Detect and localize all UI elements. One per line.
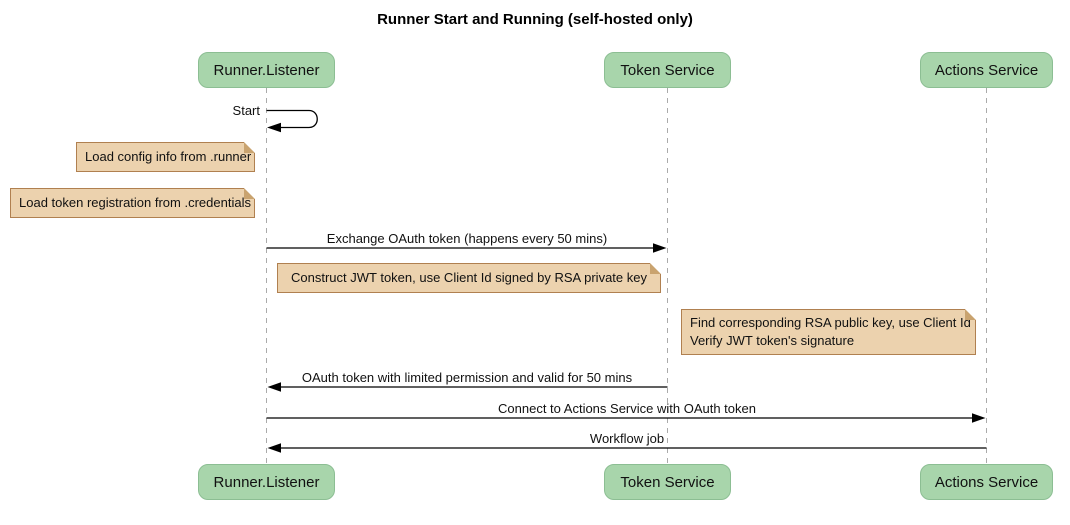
- message-arrow-workflow-job: [267, 443, 987, 453]
- message-label-start: Start: [232, 103, 260, 118]
- participant-token-service-bottom: Token Service: [604, 464, 731, 500]
- note-fold-icon: [965, 309, 976, 320]
- note-fold-icon: [244, 142, 255, 153]
- message-label-oauth-return: OAuth token with limited permission and …: [301, 370, 633, 385]
- note-fold-icon: [244, 188, 255, 199]
- self-message-start-arrow: [266, 109, 318, 133]
- note-load-credentials: Load token registration from .credential…: [10, 188, 255, 218]
- diagram-title: Runner Start and Running (self-hosted on…: [377, 11, 693, 28]
- participant-actions-service-bottom: Actions Service: [920, 464, 1053, 500]
- note-fold-icon: [650, 263, 661, 274]
- participant-token-service-top: Token Service: [604, 52, 731, 88]
- participant-runner-listener-top: Runner.Listener: [198, 52, 335, 88]
- note-construct-jwt: Construct JWT token, use Client Id signe…: [277, 263, 661, 293]
- note-verify-jwt-line1: Find corresponding RSA public key, use C…: [690, 315, 971, 330]
- participant-actions-service-top: Actions Service: [920, 52, 1053, 88]
- note-load-config-text: Load config info from .runner: [85, 149, 252, 164]
- message-arrow-oauth-return: [267, 382, 668, 392]
- message-label-exchange-oauth: Exchange OAuth token (happens every 50 m…: [326, 231, 608, 246]
- message-arrow-connect-actions: [266, 413, 986, 423]
- note-verify-jwt: Find corresponding RSA public key, use C…: [681, 309, 976, 355]
- note-load-credentials-text: Load token registration from .credential…: [19, 195, 251, 210]
- message-label-workflow-job: Workflow job: [589, 431, 665, 446]
- note-verify-jwt-line2: Verify JWT token's signature: [690, 333, 855, 348]
- participant-runner-listener-bottom: Runner.Listener: [198, 464, 335, 500]
- message-label-connect-actions: Connect to Actions Service with OAuth to…: [498, 401, 756, 416]
- note-load-config: Load config info from .runner: [76, 142, 255, 172]
- note-construct-jwt-text: Construct JWT token, use Client Id signe…: [291, 270, 647, 285]
- message-arrow-exchange-oauth: [266, 243, 667, 253]
